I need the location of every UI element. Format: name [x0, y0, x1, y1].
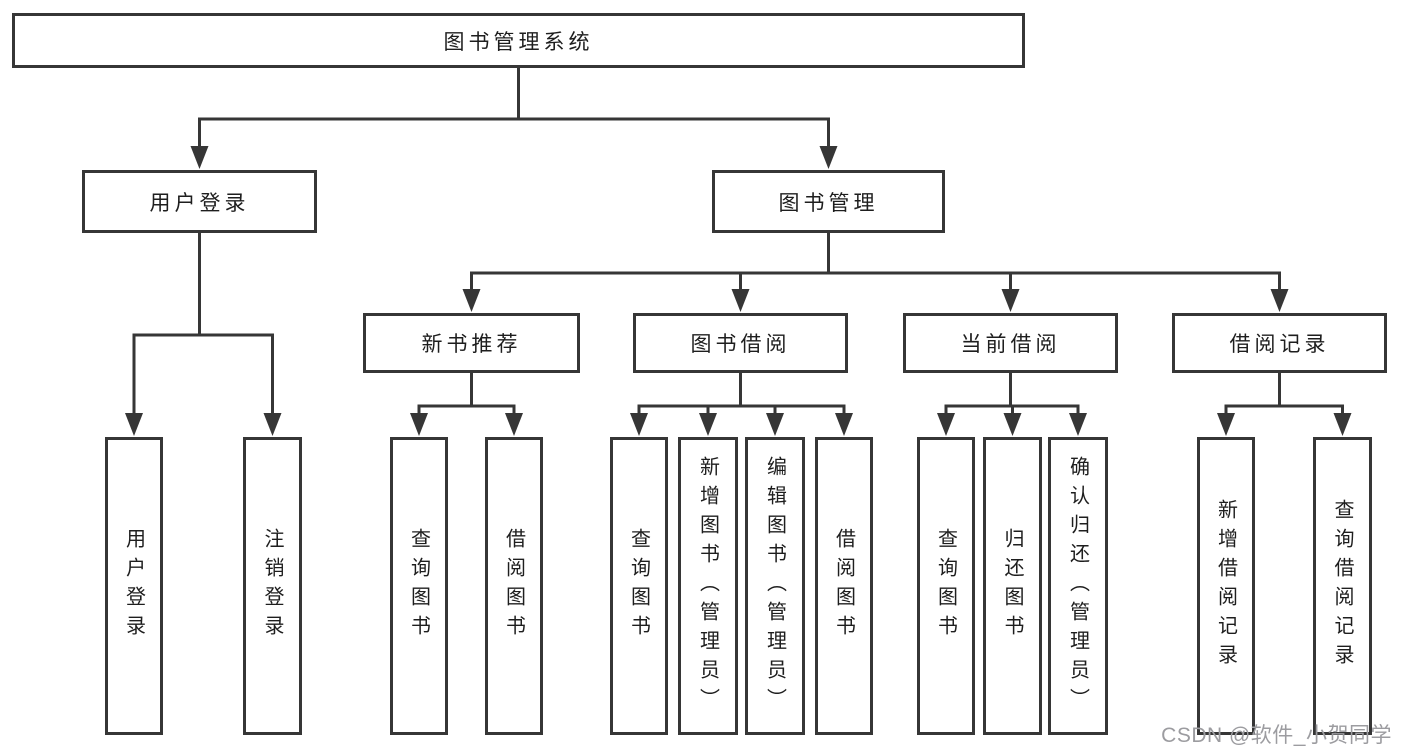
node-borrowing-records: 借阅记录 [1172, 313, 1387, 373]
node-borrow-books-recommend: 借阅图书 [485, 437, 543, 735]
node-user-login: 用户登录 [82, 170, 317, 233]
node-current-borrowing: 当前借阅 [903, 313, 1118, 373]
csdn-watermark: CSDN @软件_小贺同学 [1161, 724, 1392, 747]
node-library-management-system: 图书管理系统 [12, 13, 1025, 68]
node-logout: 注销登录 [243, 437, 302, 735]
node-book-management: 图书管理 [712, 170, 945, 233]
node-confirm-return-admin: 确认归还（管理员） [1048, 437, 1108, 735]
node-query-books-recommend: 查询图书 [390, 437, 448, 735]
node-edit-books-admin: 编辑图书（管理员） [745, 437, 805, 735]
node-return-books: 归还图书 [983, 437, 1042, 735]
node-query-borrow-record: 查询借阅记录 [1313, 437, 1372, 735]
node-borrow-books-borrow: 借阅图书 [815, 437, 873, 735]
node-login: 用户登录 [105, 437, 163, 735]
node-new-book-recommendation: 新书推荐 [363, 313, 580, 373]
node-query-books-current: 查询图书 [917, 437, 975, 735]
node-query-books-borrow: 查询图书 [610, 437, 668, 735]
node-add-borrow-record: 新增借阅记录 [1197, 437, 1255, 735]
node-book-borrowing: 图书借阅 [633, 313, 848, 373]
node-add-books-admin: 新增图书（管理员） [678, 437, 738, 735]
